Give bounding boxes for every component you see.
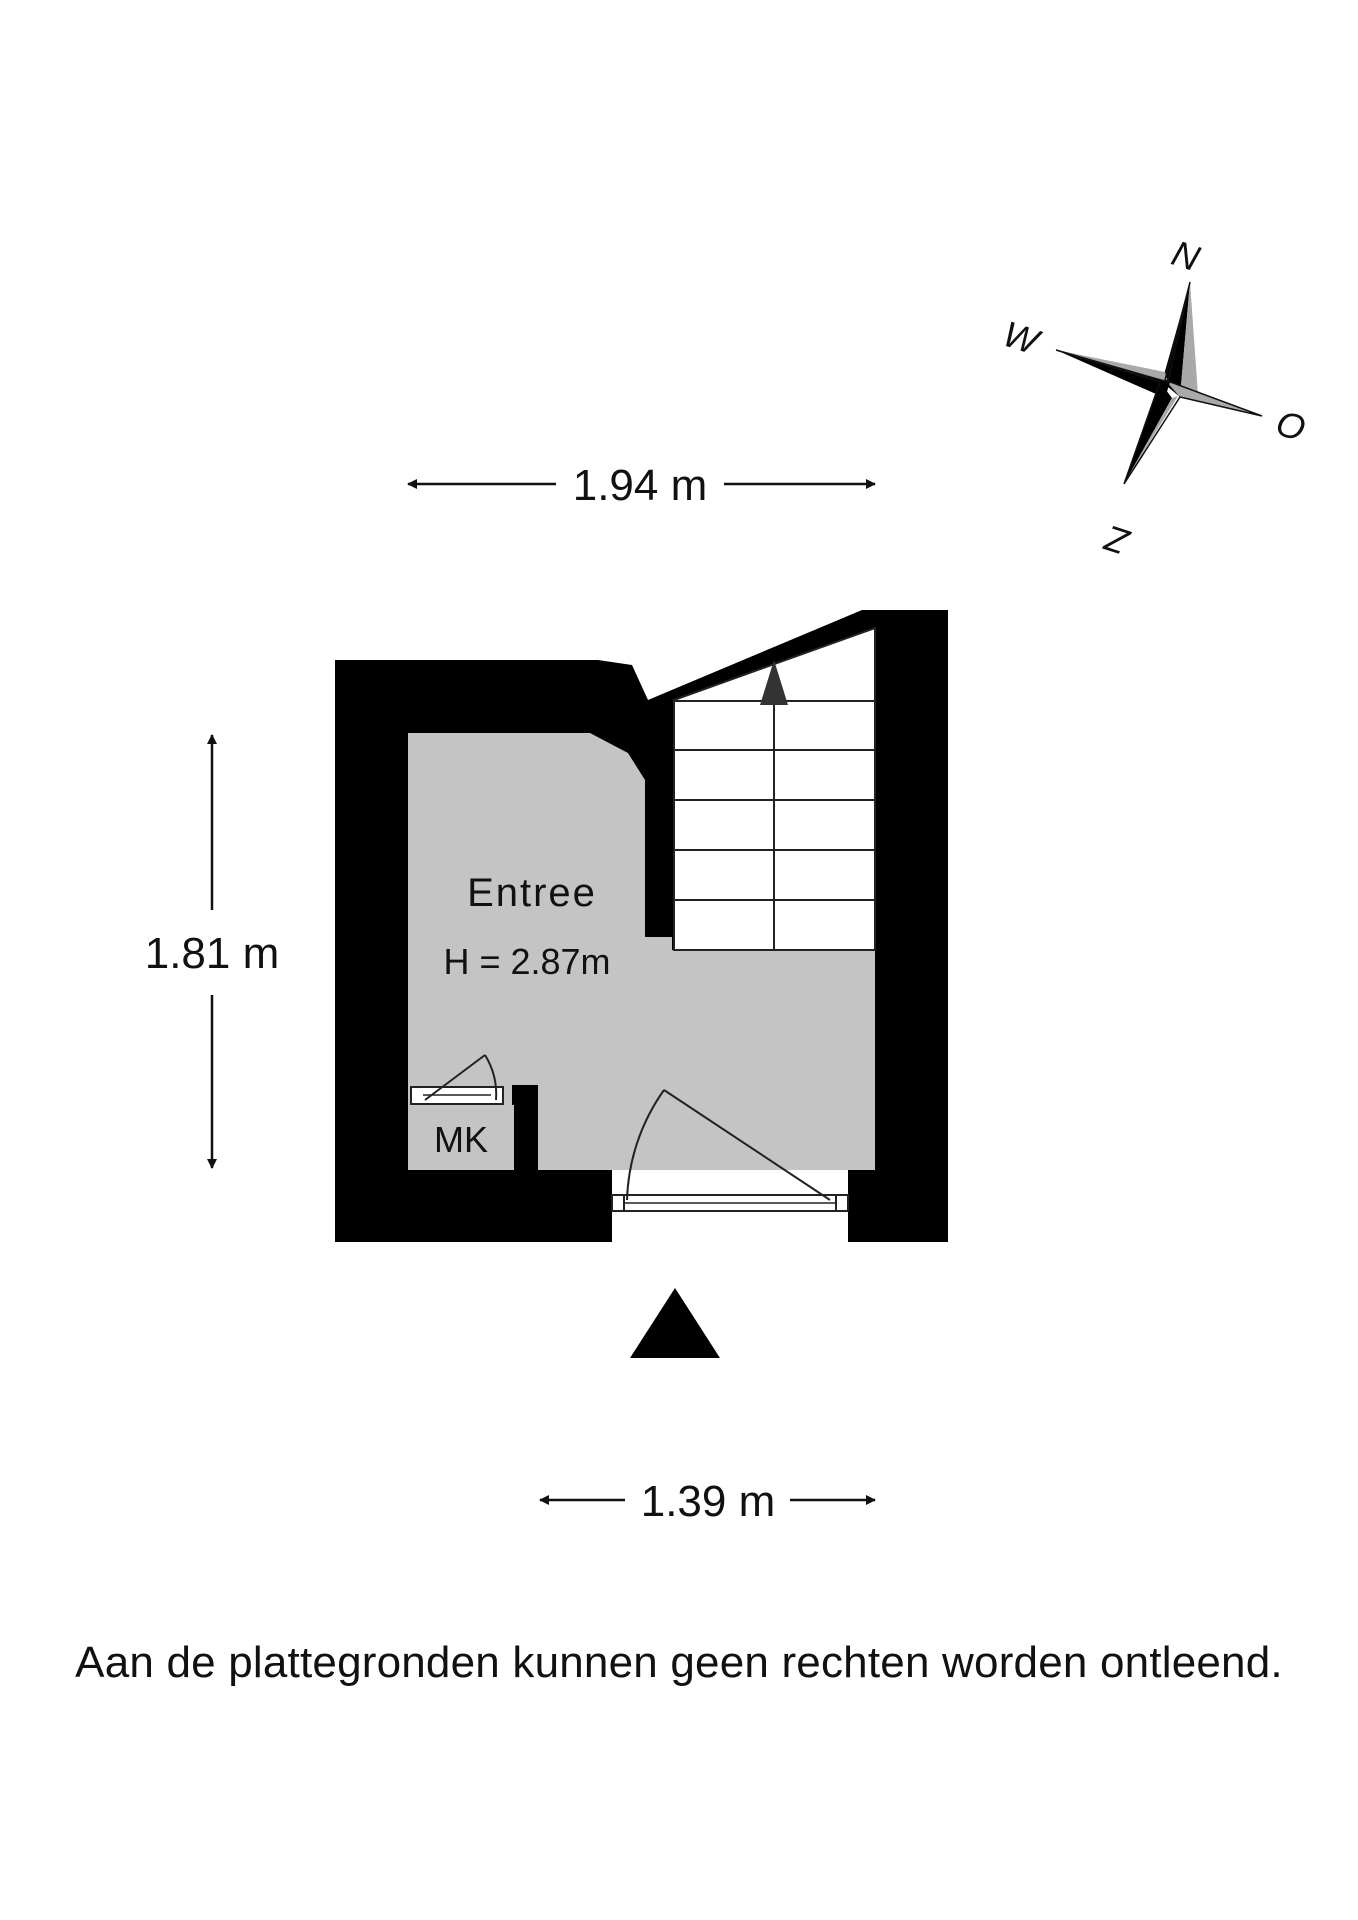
staircase (673, 626, 876, 951)
room-label: Entree (467, 871, 597, 915)
compass-east: O (1271, 402, 1310, 450)
dimension-top-label: 1.94 m (573, 461, 708, 510)
dimension-top: 1.94 m (407, 461, 876, 510)
compass-north: N (1167, 232, 1205, 279)
dimension-bottom: 1.39 m (539, 1477, 876, 1526)
dimension-bottom-label: 1.39 m (641, 1477, 776, 1526)
room-height-label: H = 2.87m (443, 941, 610, 982)
room-floor-entree (408, 733, 875, 1170)
front-door (611, 1089, 849, 1242)
compass-west: W (998, 313, 1046, 363)
door-leaf (663, 1089, 831, 1201)
closet-mk (408, 1105, 514, 1170)
disclaimer-text: Aan de plattegronden kunnen geen rechten… (75, 1638, 1283, 1687)
stair-direction-arrow (760, 660, 788, 705)
closet-door (410, 1054, 504, 1105)
compass-south: Z (1099, 517, 1134, 563)
dimension-left: 1.81 m (145, 734, 280, 1169)
compass-rose-icon: N W O Z (998, 232, 1310, 563)
entrance-marker (630, 1288, 720, 1358)
dimension-left-label: 1.81 m (145, 929, 280, 978)
closet-door-arc (484, 1054, 498, 1101)
door-swing-arc (626, 1089, 665, 1201)
closet-door-leaf (424, 1054, 486, 1101)
closet-label: MK (434, 1119, 488, 1160)
